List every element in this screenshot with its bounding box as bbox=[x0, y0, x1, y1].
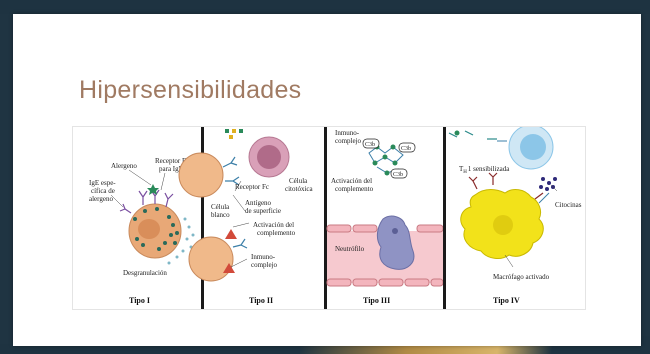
panel-type-3: C3b C3b C3b Inmuno- complejo Activación … bbox=[327, 129, 443, 305]
neutrophil-lobe bbox=[392, 228, 398, 234]
label-neutrofilo: Neutrófilo bbox=[335, 245, 365, 253]
panel2-leader-lines bbox=[231, 181, 249, 267]
panel4-label: Tipo IV bbox=[493, 296, 520, 305]
label-inmuno3-line1: Inmuno- bbox=[335, 129, 360, 137]
panel-type-2: Receptor Fc Célula citotóxica Antígeno d… bbox=[179, 129, 313, 305]
label-inmuno-line1: Inmuno- bbox=[251, 253, 276, 261]
panel-type-1: Alergeno Receptor Fc para IgE IgE espe- … bbox=[89, 157, 195, 305]
label-inmuno-line2: complejo bbox=[251, 261, 278, 269]
label-antigeno-line1: Antígeno bbox=[245, 199, 272, 207]
label-celula-line1: Célula bbox=[289, 177, 308, 185]
hypersensitivity-illustration: Alergeno Receptor Fc para IgE IgE espe- … bbox=[73, 127, 586, 310]
label-c3b-1: C3b bbox=[365, 142, 375, 148]
label-receptor-fc: Receptor Fc bbox=[235, 183, 269, 191]
label-alergeno: Alergeno bbox=[111, 162, 137, 170]
label-ige-line2: cífica de bbox=[91, 187, 115, 195]
th1-suffix: 1 sensibilizada bbox=[468, 165, 510, 173]
macrophage-nucleus bbox=[493, 215, 513, 235]
target-cell-top bbox=[179, 153, 223, 197]
label-activacion3-line1: Activación del bbox=[331, 177, 372, 185]
th1-subscript: H bbox=[463, 170, 467, 175]
label-ige-line1: IgE espe- bbox=[89, 179, 116, 187]
cytokine-dots bbox=[539, 177, 557, 191]
label-macrofago: Macrófago activado bbox=[493, 273, 550, 281]
slide-title[interactable]: Hipersensibilidades bbox=[79, 76, 302, 105]
mast-cell-nucleus bbox=[138, 219, 160, 239]
cytotoxic-nucleus bbox=[257, 145, 281, 169]
th1-nucleus bbox=[520, 134, 546, 160]
label-celula-line2: citotóxica bbox=[285, 185, 313, 193]
label-activacion-line2: complemento bbox=[257, 229, 296, 237]
panel-divider-3 bbox=[443, 127, 446, 310]
label-citocinas: Citocinas bbox=[555, 201, 582, 209]
surface-antigens bbox=[225, 129, 243, 139]
hypersensitivity-figure[interactable]: Alergeno Receptor Fc para IgE IgE espe- … bbox=[72, 126, 586, 310]
panel-type-4: TH1 sensibilizada Citocinas Macrófago ac… bbox=[449, 127, 582, 305]
label-desgranulacion: Desgranulación bbox=[123, 269, 167, 277]
label-antigeno-line2: de superficie bbox=[245, 207, 281, 215]
label-th1-prefix: TH1 sensibilizada bbox=[459, 165, 510, 175]
neutrophil-cell bbox=[377, 216, 414, 269]
antigen-dot bbox=[455, 131, 460, 136]
label-c3b-2: C3b bbox=[401, 146, 411, 152]
label-inmuno3-line2: complejo bbox=[335, 137, 362, 145]
label-ige-line3: alergeno bbox=[89, 195, 113, 203]
panel1-label: Tipo I bbox=[129, 296, 150, 305]
label-activacion3-line2: complemento bbox=[335, 185, 374, 193]
target-cell-bottom bbox=[189, 237, 233, 281]
panel2-label: Tipo II bbox=[249, 296, 273, 305]
label-c3b-3: C3b bbox=[393, 172, 403, 178]
complement-triangle-1 bbox=[225, 229, 237, 239]
window-frame-top bbox=[0, 0, 650, 14]
label-blanco-line2: blanco bbox=[211, 211, 230, 219]
label-blanco-line1: Célula bbox=[211, 203, 230, 211]
label-activacion-line1: Activación del bbox=[253, 221, 294, 229]
panel3-label: Tipo III bbox=[363, 296, 390, 305]
